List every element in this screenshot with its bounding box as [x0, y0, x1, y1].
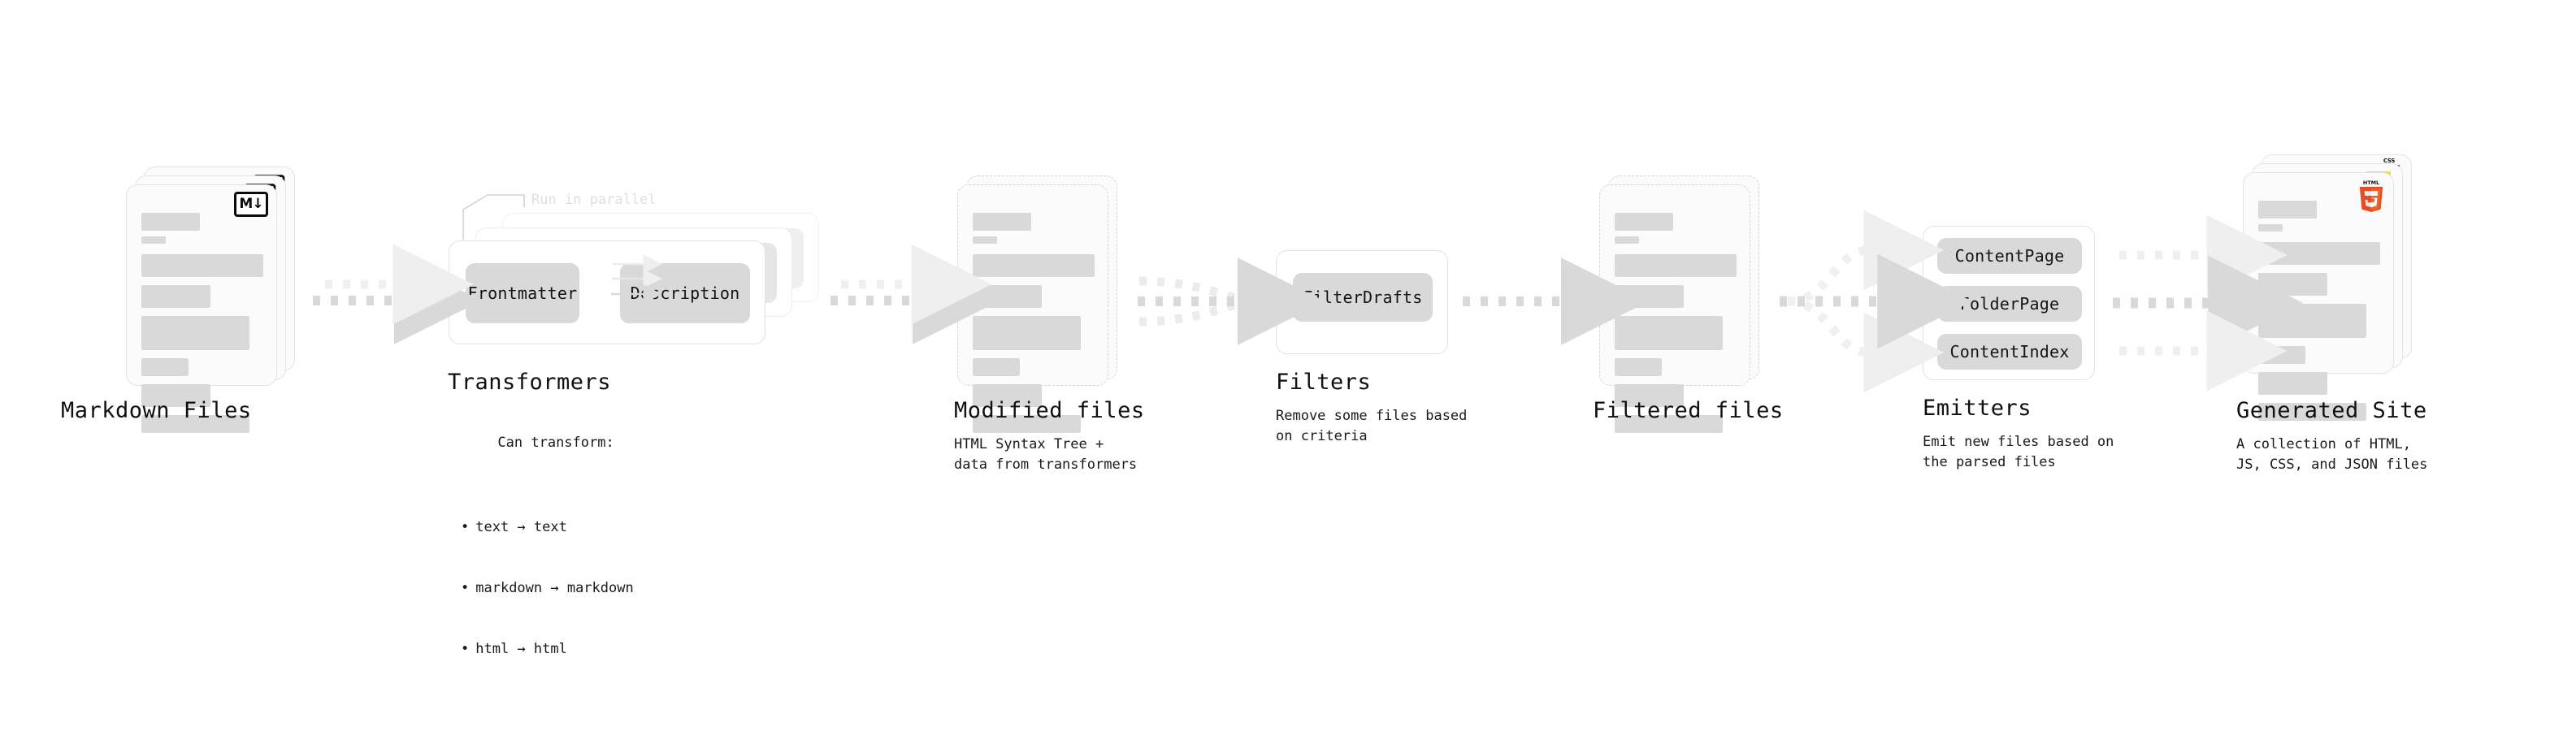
stage-description-filters: Remove some files based on criteria	[1276, 408, 1468, 444]
document-skeleton-bar	[1615, 316, 1723, 350]
document-skeleton-bar	[1615, 236, 1639, 244]
document-skeleton-bar	[973, 358, 1020, 376]
document-skeleton-bar	[2258, 242, 2380, 265]
document-skeleton	[2258, 201, 2382, 421]
document-skeleton-bar	[973, 285, 1042, 308]
document-skeleton-bar	[2258, 346, 2305, 364]
document-skeleton-bar	[1615, 384, 1684, 407]
stage-modified-files: Modified files HTML Syntax Tree + data f…	[954, 167, 1144, 473]
stage-title-filters: Filters	[1276, 370, 1372, 395]
document-skeleton-bar	[2258, 201, 2317, 219]
transformer-chip-description[interactable]: Description	[620, 263, 750, 323]
document-skeleton-bar	[973, 213, 1031, 231]
document-skeleton-bar	[1615, 213, 1673, 231]
stage-title-emitters: Emitters	[1923, 396, 2032, 421]
modified-files-stack[interactable]	[957, 167, 1128, 433]
document-skeleton-bar	[141, 213, 200, 231]
transform-list: text → text markdown → markdown html → h…	[448, 478, 634, 700]
markdown-icon: M↓	[234, 192, 268, 217]
stage-title-generated-site: Generated Site	[2236, 398, 2427, 423]
document-skeleton-bar	[2258, 273, 2327, 296]
markdown-files-stack[interactable]: M↓ M↓ M↓	[126, 167, 297, 433]
document-skeleton-bar	[2258, 304, 2366, 338]
emitter-chip-folderpage[interactable]: FolderPage	[1937, 286, 2082, 322]
stage-title-modified-files: Modified files	[954, 398, 1145, 423]
document-skeleton-bar	[141, 254, 263, 277]
document-skeleton-bar	[1615, 415, 1723, 433]
arrow-markdown-to-transformers	[313, 244, 482, 344]
document-skeleton-bar	[141, 384, 210, 407]
stage-filtered-files: Filtered files	[1593, 167, 1783, 433]
document-skeleton-bar	[141, 285, 210, 308]
document-skeleton-bar	[973, 384, 1042, 407]
transform-list-item: text → text	[461, 517, 634, 539]
can-transform-label: Can transform:	[497, 434, 614, 451]
filtered-files-stack[interactable]	[1599, 167, 1770, 433]
stage-description-generated-site: A collection of HTML, JS, CSS, and JSON …	[2236, 436, 2428, 473]
document-card-front[interactable]	[1599, 184, 1750, 433]
emitter-chip-contentindex[interactable]: ContentIndex	[1937, 334, 2082, 370]
document-skeleton-bar	[973, 254, 1095, 277]
stage-description-modified-files: HTML Syntax Tree + data from transformer…	[954, 436, 1138, 473]
document-skeleton-bar	[141, 358, 189, 376]
document-card-front[interactable]: M↓	[126, 184, 277, 433]
stage-markdown-files: M↓ M↓ M↓ Markdown Files	[61, 167, 297, 433]
html5-icon: HTML	[2359, 180, 2383, 212]
document-card-front[interactable]	[957, 184, 1108, 433]
stage-title-filtered-files: Filtered files	[1593, 398, 1784, 423]
filters-box[interactable]: FilterDrafts	[1276, 250, 1448, 354]
document-skeleton-bar	[141, 415, 249, 433]
filter-chip-filterdrafts[interactable]: FilterDrafts	[1293, 273, 1433, 322]
document-skeleton-bar	[973, 316, 1081, 350]
stage-title-transformers: Transformers	[448, 370, 612, 395]
arrow-filtered-to-emitters	[1780, 210, 1973, 393]
document-skeleton-bar	[2258, 403, 2366, 421]
transform-list-item: markdown → markdown	[461, 578, 633, 599]
document-card-front[interactable]: HTML	[2243, 172, 2394, 421]
document-skeleton-bar	[1615, 285, 1684, 308]
document-skeleton-bar	[141, 236, 166, 244]
document-skeleton	[141, 213, 265, 433]
html5-badge: HTML	[2357, 180, 2385, 212]
stage-description-transformers: Can transform: text → text markdown → ma…	[448, 413, 634, 740]
stage-title-markdown-files: Markdown Files	[61, 398, 252, 423]
arrow-emitters-to-site	[2113, 214, 2304, 392]
arrow-modified-to-filters	[1138, 257, 1325, 345]
diagram-canvas: M↓ M↓ M↓ Markdown Files Run in parallel	[0, 0, 2576, 681]
document-skeleton-bar	[973, 415, 1081, 433]
document-skeleton-bar	[2258, 372, 2327, 395]
markdown-badge-front: M↓	[234, 192, 268, 217]
run-in-parallel-hint: Run in parallel	[531, 192, 657, 208]
arrow-transformers-to-modified	[830, 244, 1000, 344]
transformer-layer-1[interactable]: Frontmatter Description	[449, 240, 765, 344]
transform-list-item: html → html	[461, 639, 634, 660]
document-skeleton-bar	[2258, 224, 2283, 232]
transformer-chip-frontmatter[interactable]: Frontmatter	[466, 263, 579, 323]
emitters-box[interactable]: ContentPage FolderPage ContentIndex	[1923, 226, 2095, 380]
svg-text:HTML: HTML	[2363, 180, 2379, 186]
document-skeleton-bar	[1615, 358, 1662, 376]
generated-site-stack[interactable]: HTML	[2243, 154, 2413, 421]
stage-generated-site: HTML Generated Site A collection of HTML…	[2236, 154, 2427, 473]
document-skeleton-bar	[141, 316, 249, 350]
document-skeleton-bar	[973, 236, 997, 244]
emitter-chip-contentpage[interactable]: ContentPage	[1937, 238, 2082, 274]
stage-description-emitters: Emit new files based on the parsed files	[1923, 434, 2114, 470]
document-skeleton-bar	[1615, 254, 1737, 277]
